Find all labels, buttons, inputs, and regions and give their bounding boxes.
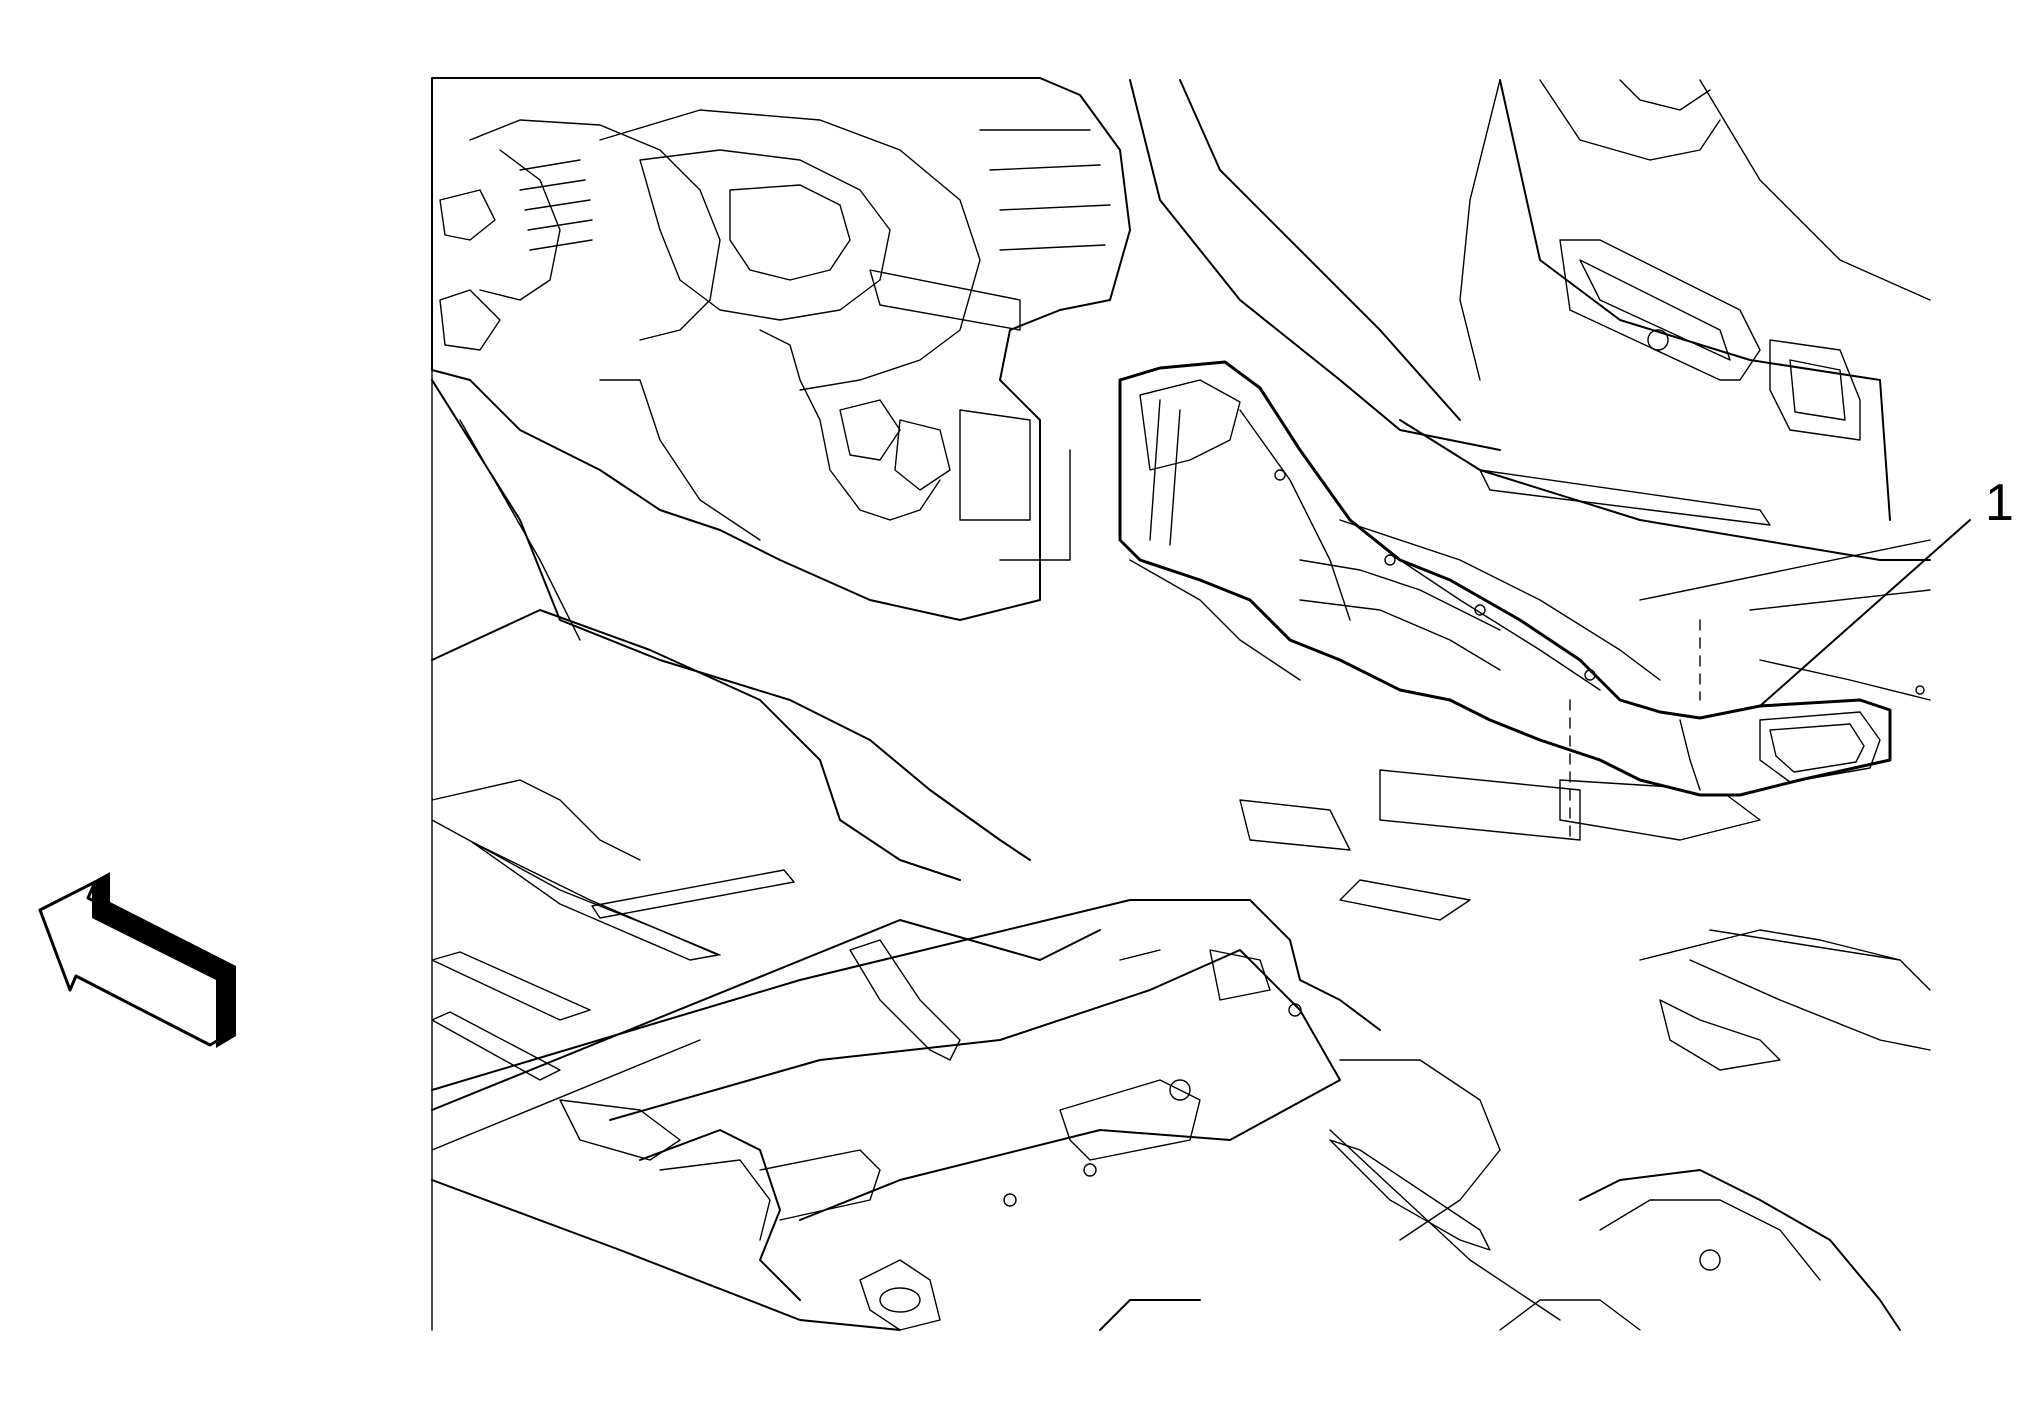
left-floor-panel [431, 379, 1101, 1151]
right-floor-panel [1129, 79, 1931, 701]
callout-1-label: 1 [1985, 474, 2014, 532]
callout-1: 1 [1759, 474, 2014, 707]
floor-pan-scene [431, 77, 1931, 1331]
hvac-module [431, 77, 1131, 621]
floor-air-duct [1118, 360, 1892, 797]
alignment-lines [999, 449, 1701, 841]
crossmember [431, 769, 1931, 1331]
front-direction-arrow-icon [38, 872, 236, 1048]
